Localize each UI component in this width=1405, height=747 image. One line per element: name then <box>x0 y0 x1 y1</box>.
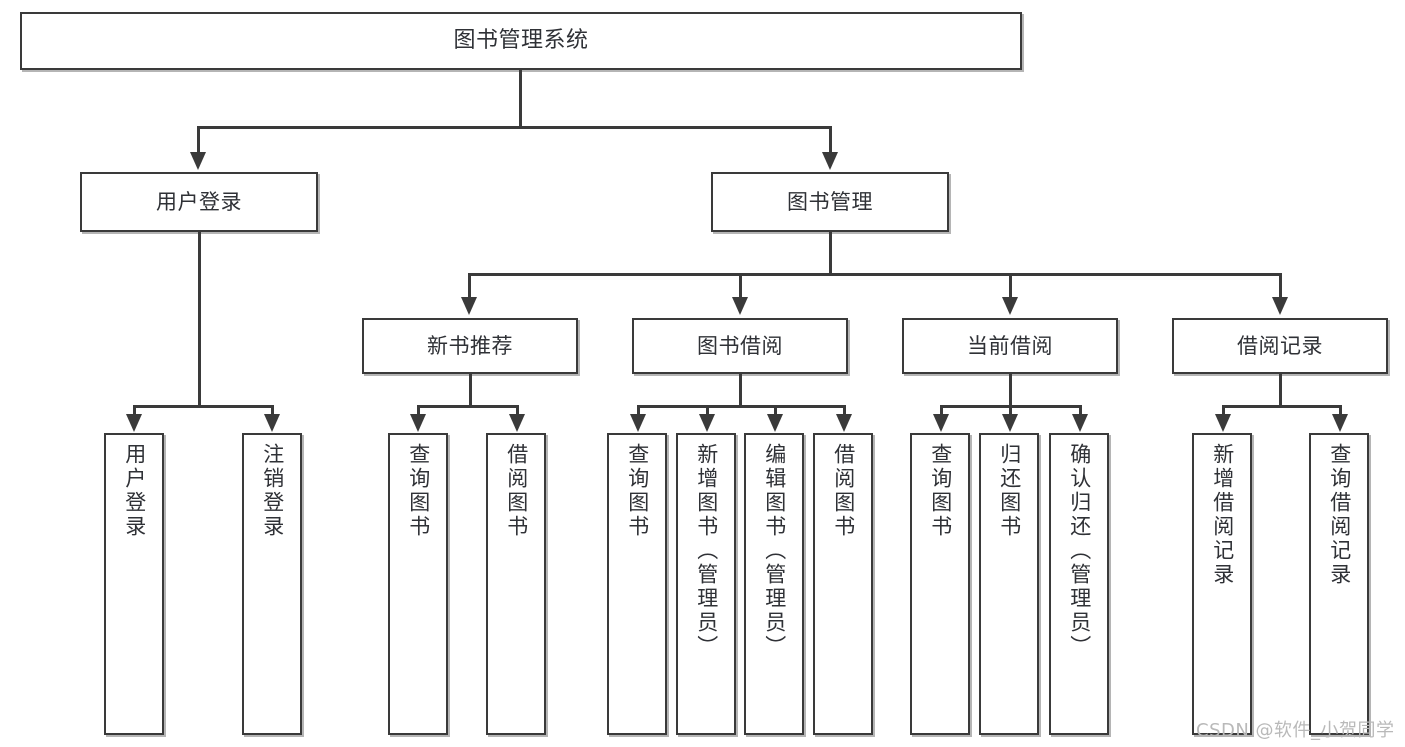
node-label: 图书借阅 <box>697 333 783 358</box>
node-label: 查询图书 <box>928 443 953 539</box>
node-label: 用户登录 <box>122 443 147 539</box>
arrowhead-book-borrow <box>732 297 748 315</box>
arrowhead-leaf-query-book-3 <box>933 414 949 432</box>
connector-nbr-drop-2 <box>516 405 519 417</box>
node-label: 编辑图书（管理员） <box>762 443 787 659</box>
node-leaf-logout[interactable]: 注销登录 <box>242 433 302 735</box>
node-leaf-query-record[interactable]: 查询借阅记录 <box>1309 433 1369 735</box>
connector-root-bus <box>197 126 832 129</box>
connector-to-borrow-record <box>1279 273 1282 299</box>
node-label: 新书推荐 <box>427 333 513 358</box>
node-label: 图书管理 <box>787 189 873 214</box>
node-current-borrow[interactable]: 当前借阅 <box>902 318 1118 374</box>
node-label: 借阅图书 <box>504 443 529 539</box>
connector-borrow-record-stem <box>1279 374 1282 405</box>
node-label: 归还图书 <box>997 443 1022 539</box>
connector-to-book-borrow <box>739 273 742 299</box>
node-leaf-borrow-book-2[interactable]: 借阅图书 <box>813 433 873 735</box>
arrowhead-leaf-edit-book <box>767 414 783 432</box>
connector-to-new-book-recommend <box>468 273 471 299</box>
connector-bb-drop-4 <box>843 405 846 417</box>
connector-user-login-drop-2 <box>271 405 274 417</box>
connector-book-borrow-stem <box>739 374 742 405</box>
arrowhead-leaf-confirm-return <box>1072 414 1088 432</box>
node-label: 新增图书（管理员） <box>694 443 719 659</box>
connector-root-to-user-login <box>197 126 200 154</box>
arrowhead-user-login <box>190 152 206 170</box>
connector-book-borrow-bus <box>637 405 844 408</box>
node-label: 当前借阅 <box>967 333 1053 358</box>
node-leaf-query-book-1[interactable]: 查询图书 <box>388 433 448 735</box>
node-label: 查询图书 <box>625 443 650 539</box>
connector-new-book-recommend-stem <box>469 374 472 405</box>
connector-nbr-drop-1 <box>417 405 420 417</box>
arrowhead-leaf-query-record <box>1332 414 1348 432</box>
arrowhead-new-book-recommend <box>461 297 477 315</box>
node-label: 借阅记录 <box>1237 333 1323 358</box>
connector-user-login-bus <box>133 405 271 408</box>
node-leaf-add-book[interactable]: 新增图书（管理员） <box>676 433 736 735</box>
arrowhead-borrow-record <box>1272 297 1288 315</box>
node-label: 查询图书 <box>406 443 431 539</box>
node-leaf-add-record[interactable]: 新增借阅记录 <box>1192 433 1252 735</box>
arrowhead-leaf-borrow-book-1 <box>509 414 525 432</box>
node-label: 用户登录 <box>156 189 242 214</box>
connector-book-manage-stem <box>829 232 832 273</box>
connector-cb-drop-1 <box>940 405 943 417</box>
connector-bb-drop-3 <box>774 405 777 417</box>
arrowhead-leaf-add-book <box>699 414 715 432</box>
connector-new-book-recommend-bus <box>417 405 516 408</box>
node-leaf-query-book-3[interactable]: 查询图书 <box>910 433 970 735</box>
arrowhead-current-borrow <box>1002 297 1018 315</box>
node-root-system[interactable]: 图书管理系统 <box>20 12 1022 70</box>
csdn-watermark: CSDN @软件_小贺同学 <box>1196 720 1395 741</box>
node-label: 确认归还（管理员） <box>1067 443 1092 659</box>
node-leaf-user-login[interactable]: 用户登录 <box>104 433 164 735</box>
connector-br-drop-1 <box>1222 405 1225 417</box>
node-leaf-borrow-book-1[interactable]: 借阅图书 <box>486 433 546 735</box>
connector-borrow-record-bus <box>1222 405 1339 408</box>
arrowhead-leaf-query-book-1 <box>410 414 426 432</box>
node-leaf-confirm-return[interactable]: 确认归还（管理员） <box>1049 433 1109 735</box>
arrowhead-leaf-borrow-book-2 <box>836 414 852 432</box>
connector-bb-drop-2 <box>706 405 709 417</box>
node-label: 注销登录 <box>260 443 285 539</box>
node-label: 借阅图书 <box>831 443 856 539</box>
arrowhead-leaf-logout <box>264 414 280 432</box>
node-book-manage[interactable]: 图书管理 <box>711 172 949 232</box>
connector-root-stem <box>519 70 522 126</box>
connector-cb-drop-3 <box>1079 405 1082 417</box>
node-leaf-return-book[interactable]: 归还图书 <box>979 433 1039 735</box>
arrowhead-book-manage <box>822 152 838 170</box>
node-new-book-recommend[interactable]: 新书推荐 <box>362 318 578 374</box>
arrowhead-leaf-user-login <box>126 414 142 432</box>
node-label: 新增借阅记录 <box>1210 443 1235 587</box>
connector-to-current-borrow <box>1009 273 1012 299</box>
node-book-borrow[interactable]: 图书借阅 <box>632 318 848 374</box>
arrowhead-leaf-add-record <box>1215 414 1231 432</box>
connector-book-manage-bus <box>468 273 1280 276</box>
arrowhead-leaf-query-book-2 <box>630 414 646 432</box>
node-user-login[interactable]: 用户登录 <box>80 172 318 232</box>
connector-cb-drop-2 <box>1009 405 1012 417</box>
connector-br-drop-2 <box>1339 405 1342 417</box>
node-leaf-query-book-2[interactable]: 查询图书 <box>607 433 667 735</box>
connector-root-to-book-manage <box>829 126 832 154</box>
connector-user-login-drop-1 <box>133 405 136 417</box>
node-borrow-record[interactable]: 借阅记录 <box>1172 318 1388 374</box>
node-leaf-edit-book[interactable]: 编辑图书（管理员） <box>744 433 804 735</box>
connector-current-borrow-stem <box>1009 374 1012 405</box>
node-label: 查询借阅记录 <box>1327 443 1352 587</box>
arrowhead-leaf-return-book <box>1002 414 1018 432</box>
connector-bb-drop-1 <box>637 405 640 417</box>
connector-user-login-stem <box>198 232 201 405</box>
node-label: 图书管理系统 <box>453 28 589 54</box>
